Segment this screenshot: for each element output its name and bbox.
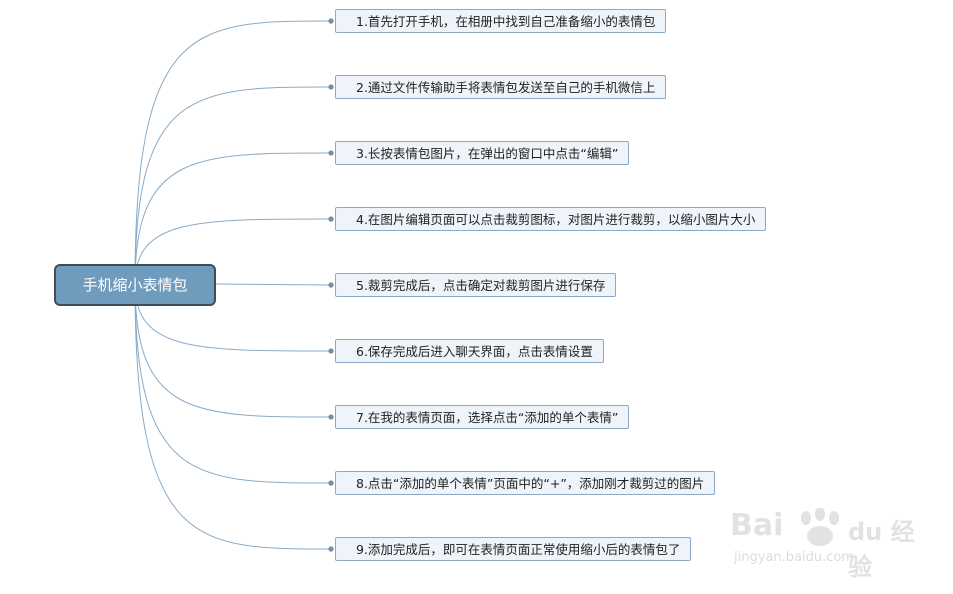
- connector-line: [134, 86, 332, 285]
- step-node-3[interactable]: 3.长按表情包图片，在弹出的窗口中点击“编辑”: [335, 141, 630, 165]
- connector-line: [134, 283, 332, 418]
- step-node-1[interactable]: 1.首先打开手机，在相册中找到自己准备缩小的表情包: [335, 9, 667, 33]
- connector-dot: [328, 414, 334, 420]
- watermark-brand-suffix: du 经验: [848, 518, 915, 581]
- root-topic[interactable]: 手机缩小表情包: [54, 264, 216, 306]
- step-node-5[interactable]: 5.裁剪完成后，点击确定对裁剪图片进行保存: [335, 273, 617, 297]
- step-node-8[interactable]: 8.点击“添加的单个表情”页面中的“+”，添加刚才裁剪过的图片: [335, 471, 716, 495]
- step-node-4[interactable]: 4.在图片编辑页面可以点击裁剪图标，对图片进行裁剪，以缩小图片大小: [335, 207, 767, 231]
- connector-dot: [328, 546, 334, 552]
- step-node-9[interactable]: 9.添加完成后，即可在表情页面正常使用缩小后的表情包了: [335, 537, 692, 561]
- paw-icon: [801, 508, 839, 546]
- step-node-7[interactable]: 7.在我的表情页面，选择点击“添加的单个表情”: [335, 405, 630, 429]
- connector-line: [134, 283, 332, 484]
- connector-dot: [328, 84, 334, 90]
- connector-dot: [328, 480, 334, 486]
- connector-dot: [328, 150, 334, 156]
- connector-line: [134, 283, 332, 550]
- connector-dot: [328, 348, 334, 354]
- connector-line: [215, 283, 332, 286]
- watermark-brand: Bai: [730, 508, 784, 543]
- connector-line: [134, 283, 332, 352]
- watermark-url: jingyan.baidu.com: [734, 550, 854, 565]
- connector-dot: [328, 216, 334, 222]
- connector-line: [134, 218, 332, 285]
- connector-dot: [328, 282, 334, 288]
- connector-line: [134, 20, 332, 285]
- step-node-2[interactable]: 2.通过文件传输助手将表情包发送至自己的手机微信上: [335, 75, 667, 99]
- connector-dot: [328, 18, 334, 24]
- baidu-jingyan-watermark: Bai du 经验 jingyan.baidu.com: [730, 508, 930, 581]
- connector-line: [134, 152, 332, 285]
- step-node-6[interactable]: 6.保存完成后进入聊天界面，点击表情设置: [335, 339, 604, 363]
